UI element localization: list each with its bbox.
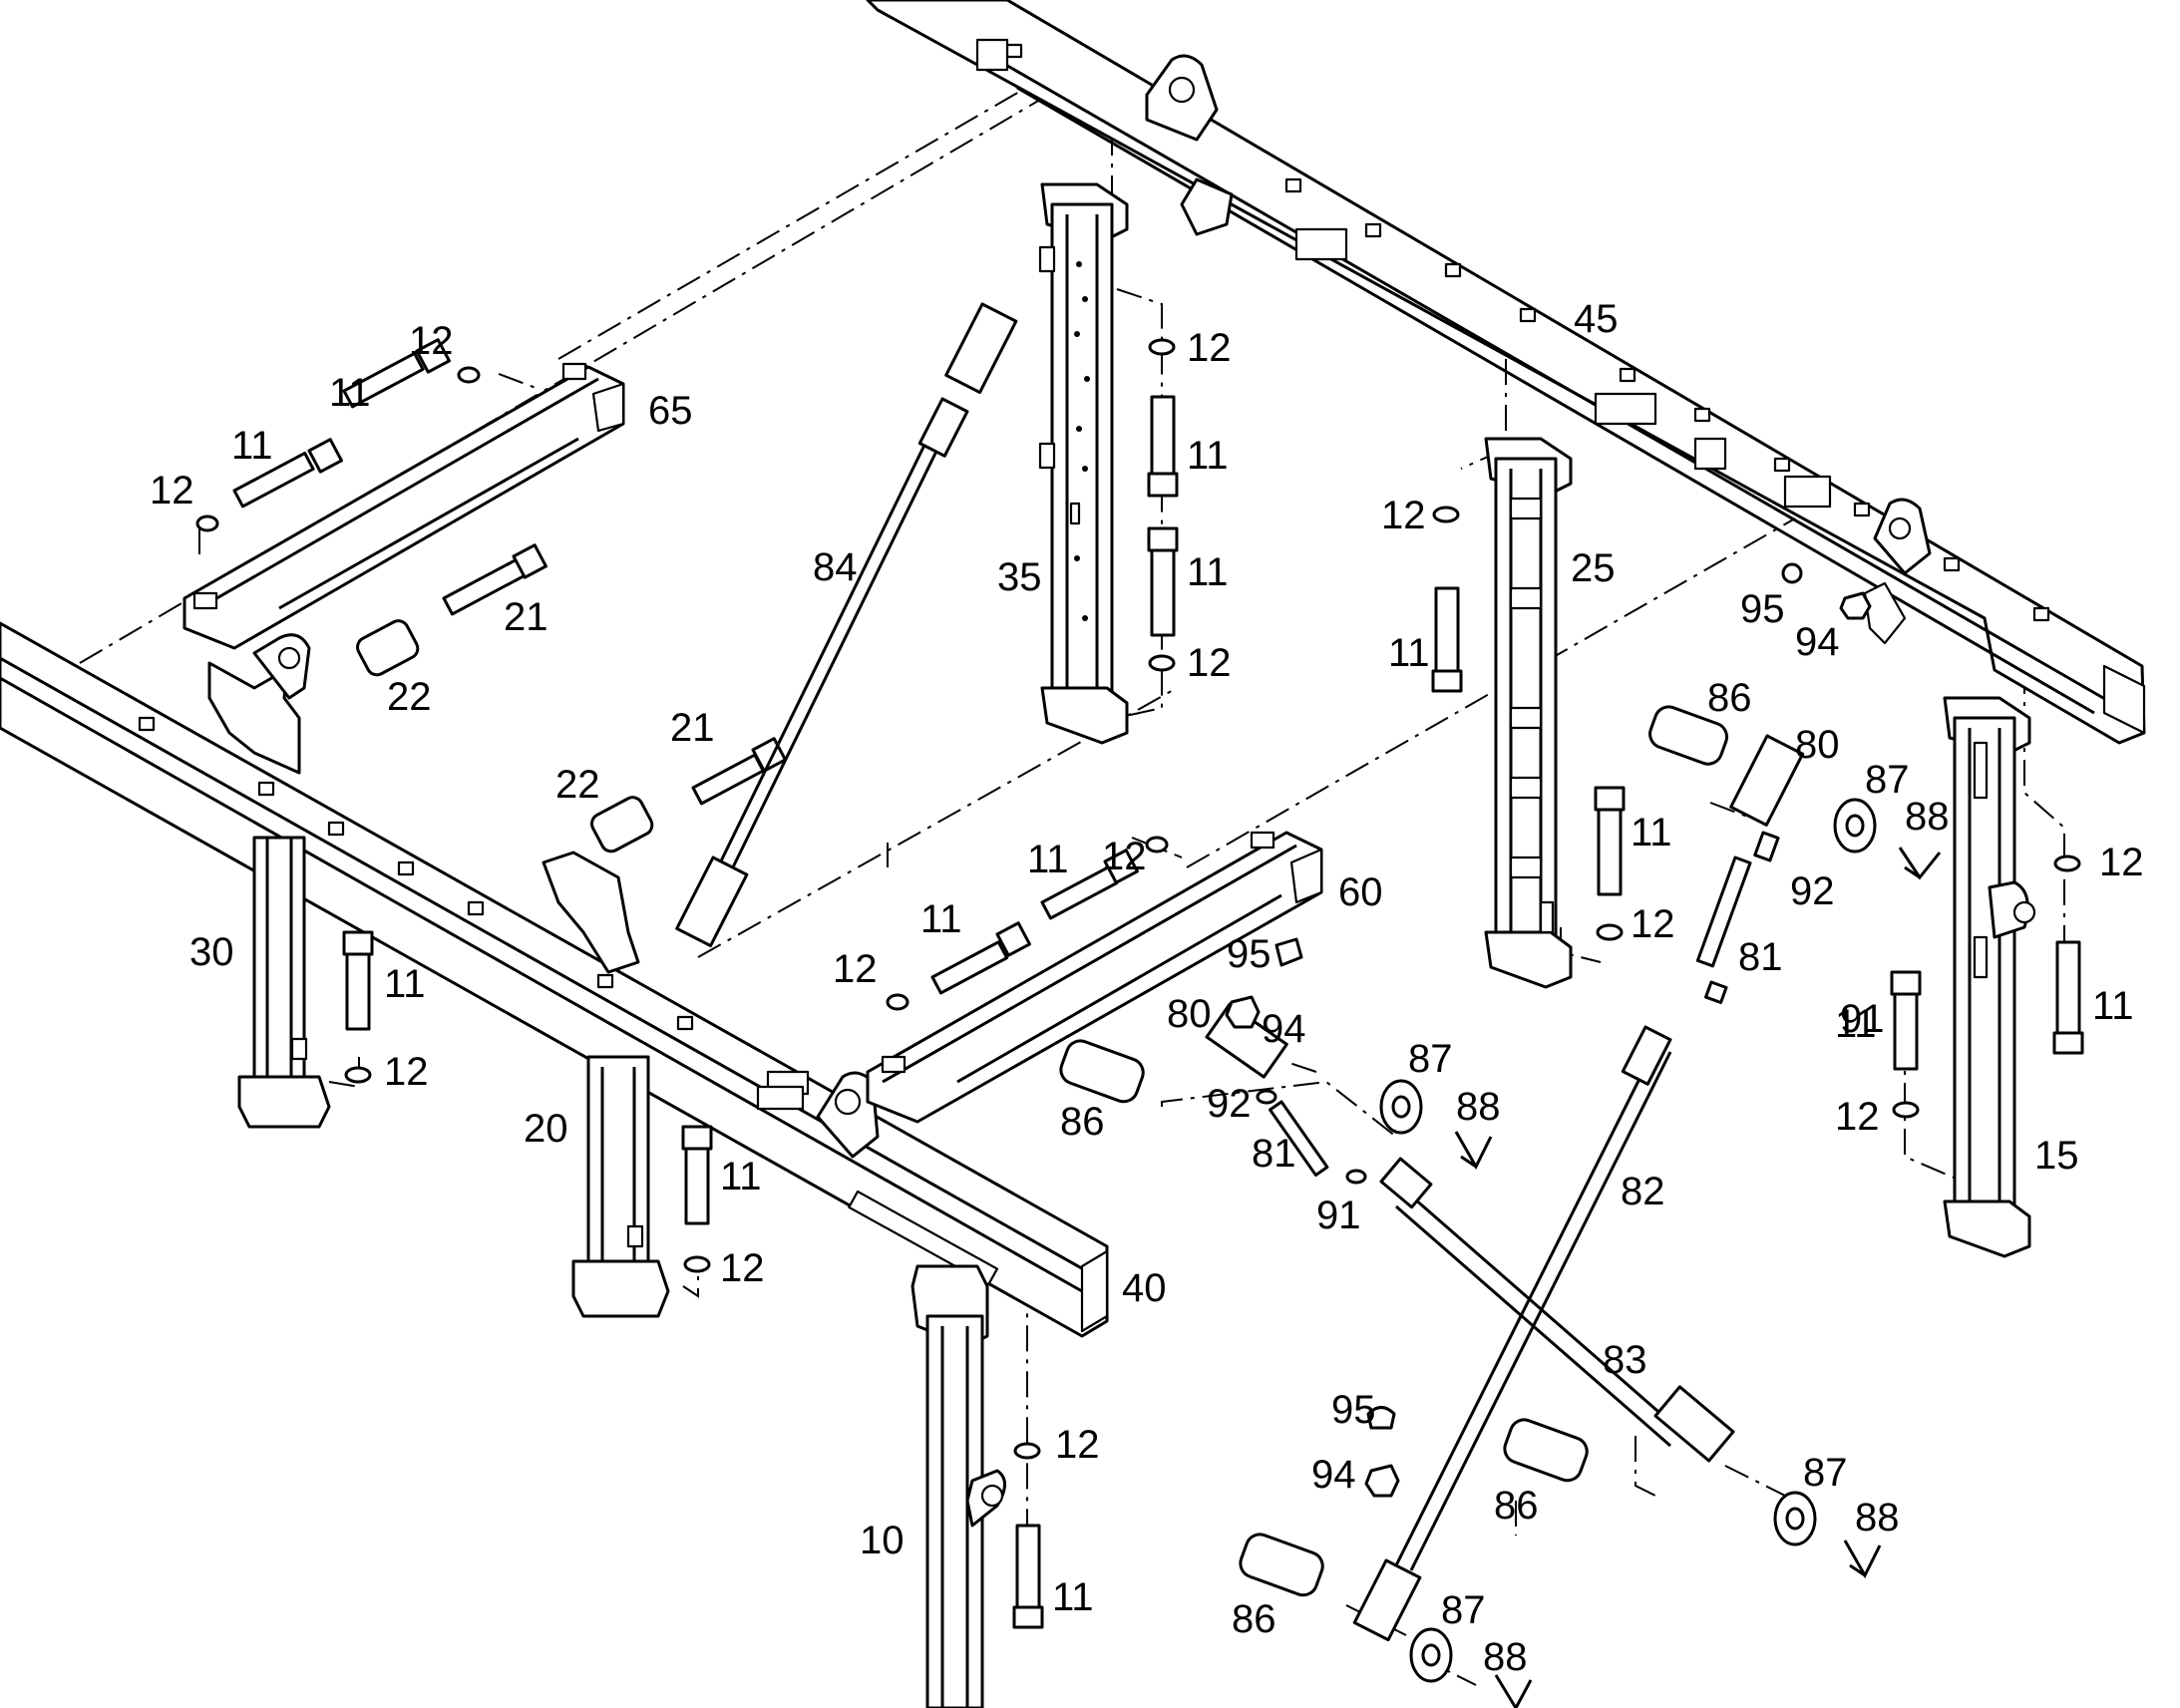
callout-12: 12: [720, 1246, 765, 1290]
brace-84: [675, 302, 1018, 948]
callout-83: 83: [1603, 1338, 1647, 1382]
callout-11: 11: [920, 897, 962, 941]
callout-88: 88: [1483, 1635, 1528, 1679]
callout-11: 11: [720, 1155, 762, 1198]
callout-11: 11: [1052, 1575, 1094, 1619]
callout-11: 11: [1187, 434, 1229, 478]
callout-35: 35: [997, 555, 1042, 599]
leg-35: [1038, 182, 1129, 745]
callout-81: 81: [1738, 935, 1783, 979]
callout-11: 11: [231, 424, 273, 468]
callout-92: 92: [1207, 1082, 1252, 1126]
callout-12: 12: [1631, 902, 1675, 946]
callout-12: 12: [2099, 841, 2144, 884]
callout-86: 86: [1494, 1484, 1539, 1528]
callout-95: 95: [1331, 1388, 1376, 1432]
callout-10: 10: [860, 1519, 905, 1562]
callout-12: 12: [150, 469, 194, 512]
callout-87: 87: [1441, 1588, 1486, 1632]
callout-94: 94: [1795, 620, 1840, 664]
leg-20: [571, 1055, 670, 1318]
callout-22: 22: [387, 675, 432, 719]
callout-12: 12: [833, 947, 878, 991]
callout-87: 87: [1803, 1451, 1848, 1495]
callout-86: 86: [1707, 676, 1752, 720]
callout-95: 95: [1740, 587, 1785, 631]
callout-22: 22: [555, 763, 600, 807]
beam-40: [0, 621, 1109, 1338]
callout-81: 81: [1252, 1132, 1296, 1176]
callout-11: 11: [1187, 550, 1229, 594]
callout-21: 21: [504, 595, 548, 639]
callout-87: 87: [1865, 758, 1910, 802]
callout-88: 88: [1855, 1496, 1900, 1539]
brackets: [207, 633, 640, 974]
callout-12: 12: [384, 1050, 429, 1094]
callout-80: 80: [1167, 992, 1212, 1036]
callout-12: 12: [1187, 326, 1232, 370]
leg-25: [1484, 437, 1573, 989]
callout-82: 82: [1621, 1170, 1665, 1213]
callout-45: 45: [1574, 297, 1619, 341]
callout-84: 84: [813, 545, 858, 589]
beam-45: [866, 0, 2146, 745]
callout-25: 25: [1571, 546, 1616, 590]
callout-12: 12: [409, 319, 454, 363]
callout-11: 11: [329, 371, 371, 415]
leg-10: [910, 1264, 1006, 1708]
callout-60: 60: [1338, 870, 1383, 914]
callout-91: 91: [1840, 997, 1885, 1041]
callout-15: 15: [2034, 1134, 2079, 1178]
callout-88: 88: [1905, 795, 1950, 839]
callout-11: 11: [2092, 984, 2134, 1028]
leg-15: [1943, 696, 2036, 1258]
hardware-86-95: [1059, 562, 1942, 1708]
callout-12: 12: [1381, 494, 1426, 537]
callout-94: 94: [1311, 1453, 1356, 1497]
callout-11: 11: [1835, 1002, 1877, 1046]
callout-21: 21: [670, 706, 715, 750]
callout-40: 40: [1122, 1266, 1167, 1310]
callout-12: 12: [1102, 835, 1147, 878]
callout-86: 86: [1060, 1100, 1105, 1144]
beam-65: [182, 362, 625, 650]
callout-12: 12: [1055, 1423, 1100, 1467]
leg-30: [237, 836, 331, 1129]
callout-95: 95: [1227, 932, 1272, 976]
callout-86: 86: [1232, 1597, 1276, 1641]
callout-88: 88: [1456, 1085, 1501, 1129]
callout-65: 65: [648, 389, 693, 433]
callout-11: 11: [1631, 811, 1672, 854]
callout-91: 91: [1316, 1194, 1361, 1237]
callout-11: 11: [1027, 838, 1069, 881]
callout-94: 94: [1262, 1007, 1306, 1051]
braces-81-82-83: [1205, 734, 1805, 1642]
callout-92: 92: [1790, 869, 1835, 913]
callout-80: 80: [1795, 723, 1840, 767]
callout-12: 12: [1835, 1095, 1880, 1139]
callout-20: 20: [524, 1107, 568, 1151]
callout-87: 87: [1408, 1037, 1453, 1081]
callout-11: 11: [384, 962, 426, 1006]
callouts: 12 11 65 11 12 21 22 21 22 30 11 12 20 1…: [150, 297, 2144, 1679]
callout-30: 30: [189, 930, 234, 974]
callout-11: 11: [1388, 631, 1430, 675]
beam-60: [756, 831, 1323, 1124]
callout-12: 12: [1187, 641, 1232, 685]
bolts-and-washers: [195, 338, 2084, 1629]
